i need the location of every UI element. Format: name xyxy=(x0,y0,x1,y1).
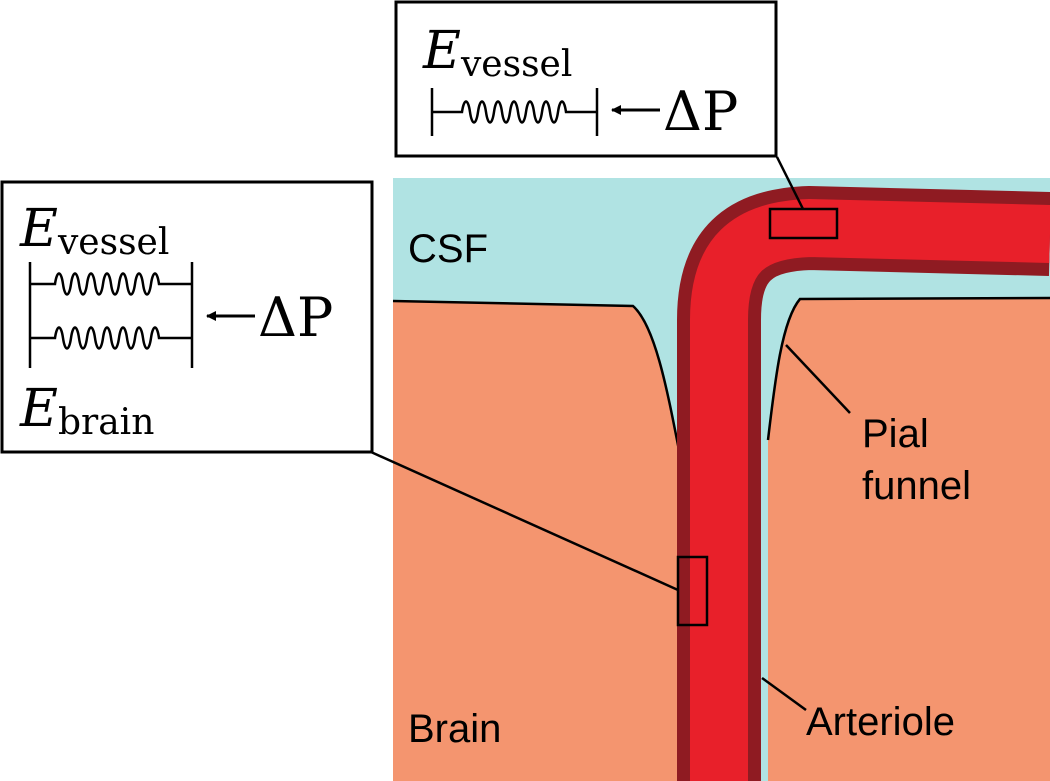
spring-icon xyxy=(28,262,194,368)
pial-funnel-leader xyxy=(785,344,851,414)
top-sample-marker xyxy=(768,207,839,240)
brain-region xyxy=(393,298,1050,781)
inset-top-pressure: ΔP xyxy=(663,80,738,143)
spring-icon xyxy=(430,88,599,136)
inset-left-e-vessel-label: Evessel xyxy=(19,199,169,263)
inset-left-e-brain-label: Ebrain xyxy=(19,379,154,443)
brain-label: Brain xyxy=(408,707,501,751)
inset-top-frame xyxy=(394,0,778,158)
inset-left-frame xyxy=(0,180,374,454)
arteriole-lumen xyxy=(690,198,1050,781)
inset-top-e-label: Evessel xyxy=(422,21,572,85)
csf-label: CSF xyxy=(408,227,488,271)
pial-funnel-label-line1: Pial xyxy=(862,412,929,456)
inset-top: Evessel ΔP xyxy=(394,0,778,158)
arteriole-leader xyxy=(761,676,807,712)
arteriole-label: Arteriole xyxy=(806,700,955,744)
left-callout-leader xyxy=(370,450,679,592)
side-sample-marker xyxy=(676,555,709,627)
inset-left: Evessel ΔP Ebrain xyxy=(0,180,374,454)
pial-funnel-label-line2: funnel xyxy=(862,464,971,508)
top-callout-leader xyxy=(775,156,805,210)
pia-boundary-right xyxy=(766,296,1050,441)
inset-left-pressure: ΔP xyxy=(258,286,333,349)
